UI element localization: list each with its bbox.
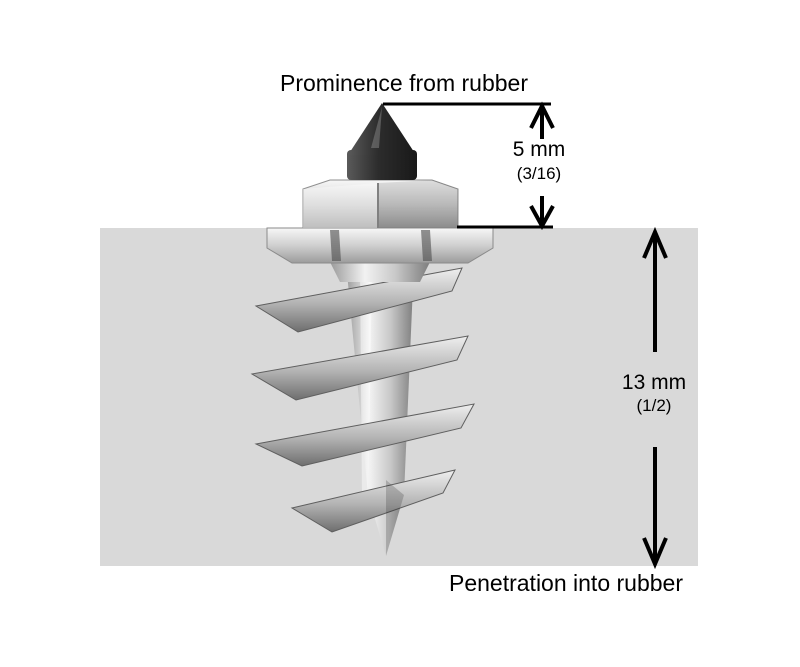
penetration-up-arrowhead (642, 226, 668, 259)
penetration-down-arrowhead (642, 537, 668, 570)
stud-neck (330, 262, 430, 282)
thread-flight-3 (254, 403, 475, 467)
penetration-dimension (642, 226, 668, 570)
screw-point-shade (386, 480, 404, 556)
carbide-tip-highlight (371, 107, 382, 148)
thread-flight-2 (250, 335, 469, 401)
flange-slot-left (330, 230, 341, 261)
penetration-value-label: 13 mm (621, 371, 687, 394)
prominence-value-label: 5 mm (512, 138, 566, 161)
prominence-fraction-label: (3/16) (516, 164, 562, 183)
hex-head (302, 179, 459, 229)
carbide-tip-collar (347, 150, 417, 180)
penetration-fraction-label: (1/2) (636, 396, 672, 415)
prominence-dimension (383, 101, 555, 231)
hex-head-left-face (303, 183, 378, 228)
screw-shaft (346, 262, 414, 556)
penetration-label: Penetration into rubber (449, 570, 683, 596)
stud-photo (250, 103, 494, 556)
screw-shaft-highlight (360, 265, 372, 520)
flange-slot-right (421, 230, 432, 261)
prominence-up-arrowhead (529, 101, 555, 129)
thread-flight-4 (290, 469, 456, 533)
prominence-label: Prominence from rubber (280, 70, 528, 96)
carbide-tip-cone (348, 103, 416, 155)
hex-head-right-face (378, 180, 458, 228)
stud-flange (266, 227, 494, 264)
